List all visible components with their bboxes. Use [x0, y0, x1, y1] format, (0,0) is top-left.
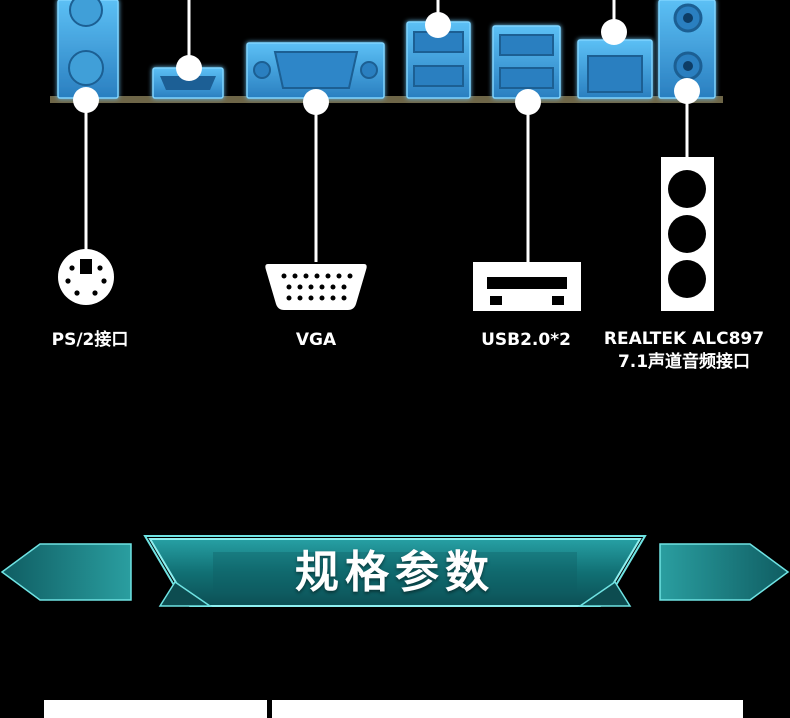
ps2-label: PS/2接口: [51, 330, 129, 350]
audio-jacks-icon: [661, 157, 714, 311]
usb-label: USB2.0*2: [481, 330, 571, 350]
leader-lines-down: [84, 91, 689, 262]
vga-port-graphic: [246, 42, 385, 99]
banner-left-arrow: [0, 543, 132, 601]
vga-label: VGA: [295, 330, 337, 350]
banner-right-arrow: [659, 543, 790, 601]
ps2-port-graphic: [57, 0, 119, 99]
section-title: 规格参数: [295, 547, 495, 598]
section-banner: [0, 535, 790, 607]
spec-table-cell-right: [272, 700, 743, 718]
vga-icon: [265, 264, 367, 310]
ps2-icon: [58, 249, 114, 305]
pcb-bar: [50, 96, 723, 103]
lan-port-graphic: [577, 39, 653, 99]
audio-jack-graphic: [658, 0, 716, 99]
usb2-port-graphic: [492, 25, 561, 99]
spec-table-cell-left: [44, 700, 267, 718]
audio-label-line2: 7.1声道音频接口: [617, 352, 751, 372]
audio-label-line1: REALTEK ALC897: [603, 329, 765, 349]
rear-io-panel: [50, 0, 723, 311]
leader-dots: [73, 12, 700, 115]
usb-icon: [473, 262, 581, 311]
